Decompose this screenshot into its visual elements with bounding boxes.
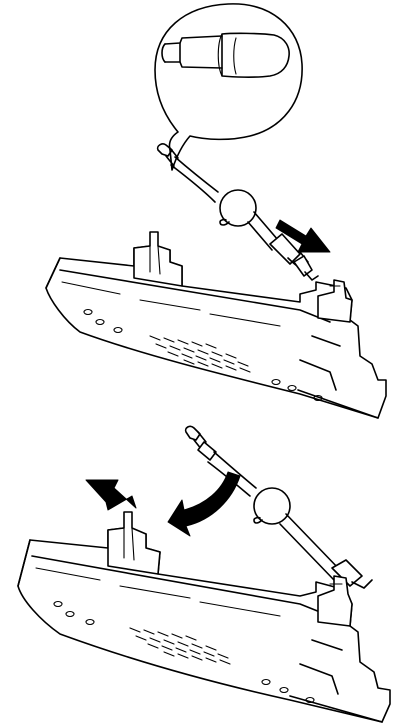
connector-detail [161,32,290,78]
screw-holes-2 [53,600,315,704]
curved-arrow-icon [167,471,241,537]
magnifier-callout-icon [154,3,303,171]
rod-assembly [156,143,319,281]
pull-out-arrow-icon [275,219,331,253]
step-1-panel [45,3,387,419]
chassis-tray-2 [17,511,391,723]
vent-grille-2 [129,627,231,665]
rod-assembly-2 [184,425,373,589]
up-left-arrow-icon [85,479,137,511]
chassis-tray-1 [45,231,387,419]
screw-holes [83,308,323,402]
vent-grille [149,335,251,373]
step-2-panel [17,425,391,723]
